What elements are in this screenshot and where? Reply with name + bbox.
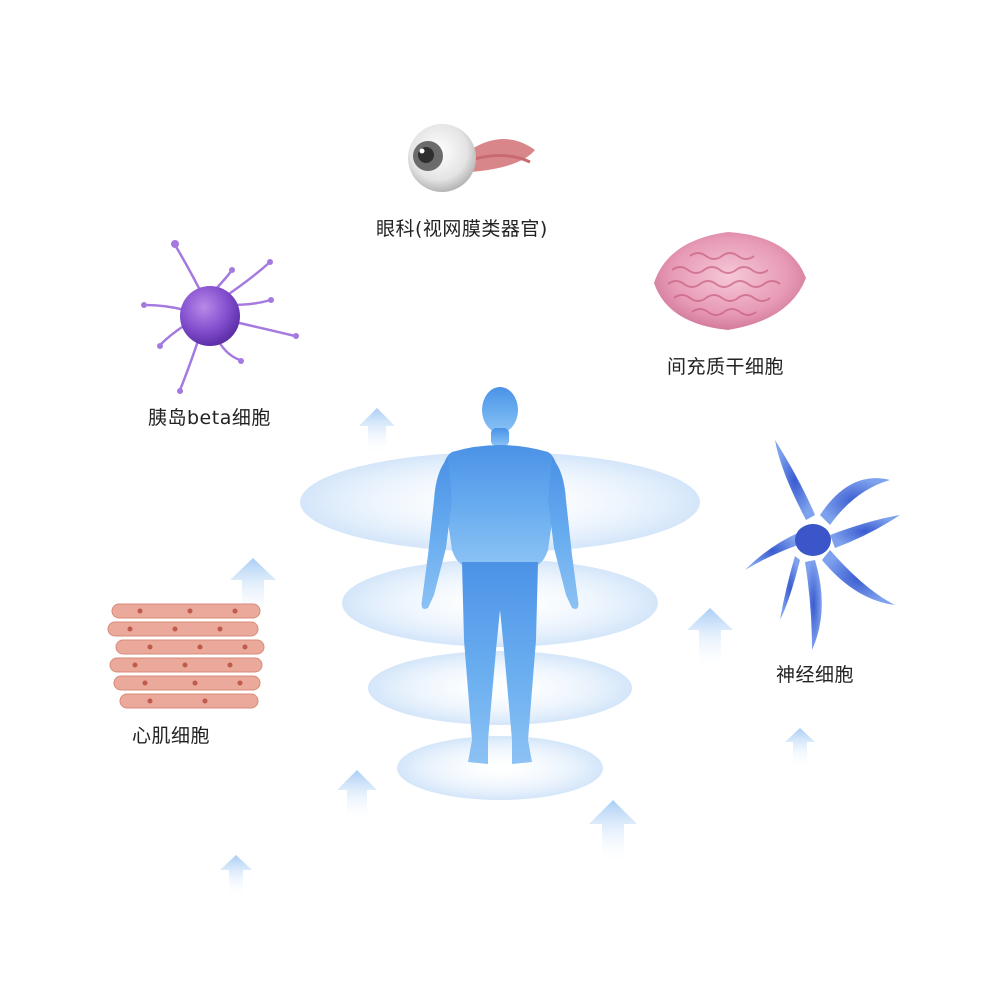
up-arrow-icon	[359, 408, 395, 455]
eyeball-icon	[408, 124, 535, 192]
up-arrow-icon	[785, 728, 815, 768]
up-arrow-icon	[687, 608, 733, 670]
label-heart: 心肌细胞	[132, 725, 211, 747]
mesenchymal-stem-cell-icon	[654, 232, 806, 330]
ring-3	[368, 651, 632, 725]
arrows-group	[220, 408, 815, 898]
beta-cell-icon	[141, 240, 299, 394]
up-arrow-icon	[230, 558, 276, 620]
neuron-icon	[745, 440, 900, 650]
up-arrow-icon	[337, 770, 377, 822]
cardiomyocyte-icon	[107, 603, 265, 709]
label-msc: 间充质干细胞	[667, 356, 785, 378]
up-arrow-icon	[220, 855, 252, 898]
label-beta: 胰岛beta细胞	[148, 407, 271, 429]
label-eye: 眼科(视网膜类器官)	[376, 218, 548, 240]
up-arrow-icon	[589, 800, 637, 865]
human-body-icon	[421, 387, 579, 764]
label-nerve: 神经细胞	[776, 664, 855, 686]
ring-4	[397, 736, 603, 800]
